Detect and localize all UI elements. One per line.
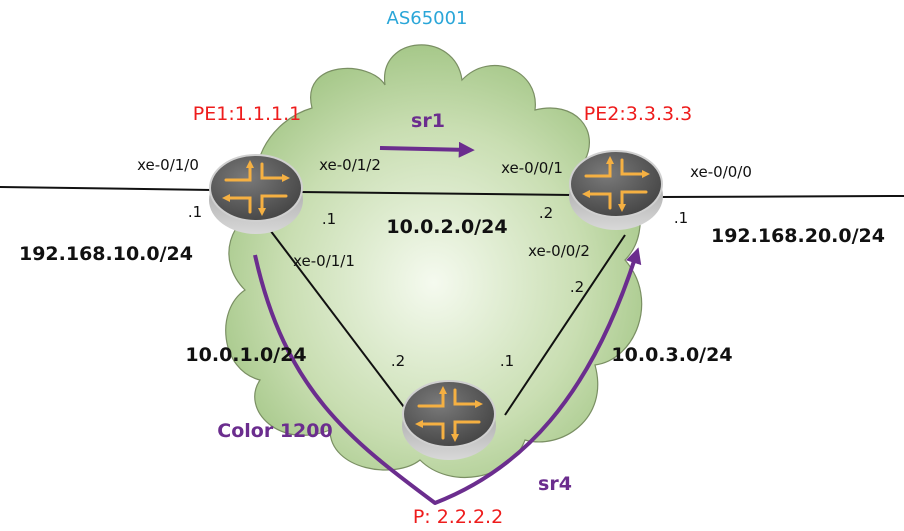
iface-pe2-xe000: xe-0/0/0 xyxy=(690,163,752,181)
hostid-p-left: .2 xyxy=(391,352,405,370)
router-pe1[interactable] xyxy=(207,153,305,236)
hostid-pe1-top: .1 xyxy=(322,210,336,228)
color-path-arrow xyxy=(253,247,642,505)
router-p-label: P: 2.2.2.2 xyxy=(413,506,503,528)
iface-pe1-xe010: xe-0/1/0 xyxy=(137,156,199,174)
link-p-pe2 xyxy=(504,234,626,416)
sr1-path-arrow xyxy=(379,141,475,158)
router-pe2-label: PE2:3.3.3.3 xyxy=(584,103,692,125)
sr4-label: sr4 xyxy=(538,473,572,495)
iface-pe2-xe001: xe-0/0/1 xyxy=(501,159,563,177)
router-pe2[interactable] xyxy=(567,149,665,232)
color-label: Color 1200 xyxy=(217,420,332,442)
net-pe1-p: 10.0.1.0/24 xyxy=(185,344,306,366)
net-pe1-pe2: 10.0.2.0/24 xyxy=(386,216,507,238)
sr1-label: sr1 xyxy=(411,110,445,132)
link-right-lan xyxy=(659,195,904,198)
net-p-pe2: 10.0.3.0/24 xyxy=(611,344,732,366)
hostid-pe2-top: .2 xyxy=(539,204,553,222)
hostid-p-right: .1 xyxy=(500,352,514,370)
hostid-pe2-diag: .2 xyxy=(570,278,584,296)
router-p[interactable] xyxy=(400,379,498,462)
net-right-lan: 192.168.20.0/24 xyxy=(711,225,885,247)
iface-pe1-xe012: xe-0/1/2 xyxy=(319,156,381,174)
link-pe1-p xyxy=(269,229,411,416)
iface-pe1-xe011: xe-0/1/1 xyxy=(293,252,355,270)
as-cloud xyxy=(225,44,643,479)
hostid-pe1-left: .1 xyxy=(188,203,202,221)
iface-pe2-xe002: xe-0/0/2 xyxy=(528,242,590,260)
link-left-lan xyxy=(0,186,213,191)
net-left-lan: 192.168.10.0/24 xyxy=(19,243,193,265)
hostid-pe2-right: .1 xyxy=(674,209,688,227)
link-pe1-pe2 xyxy=(299,191,573,196)
router-pe1-label: PE1:1.1.1.1 xyxy=(193,103,301,125)
as-label: AS65001 xyxy=(387,8,468,29)
